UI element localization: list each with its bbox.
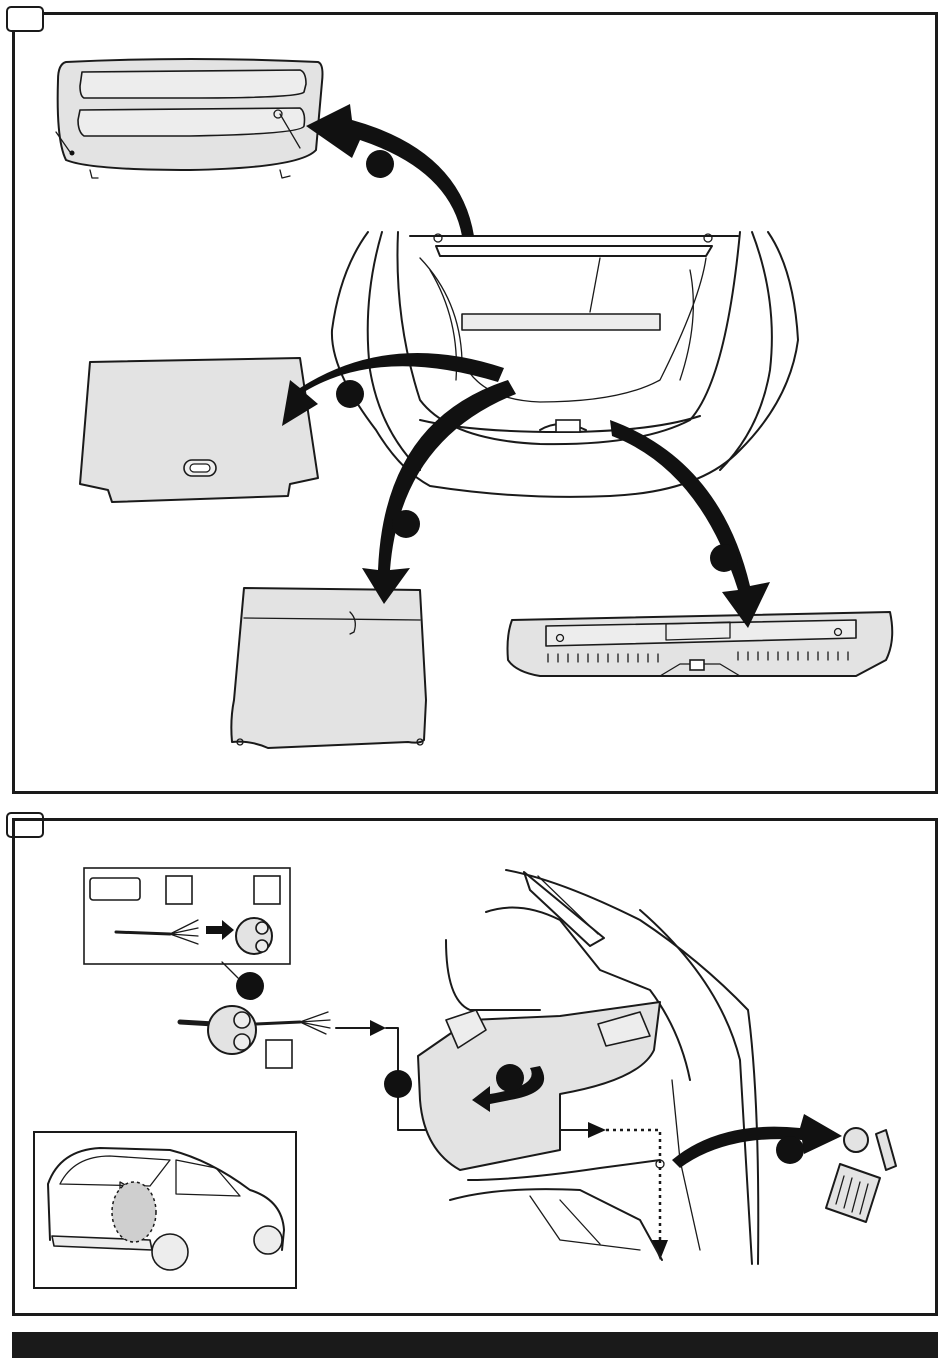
boot-floor-cover-icon — [231, 588, 426, 748]
footer-bar — [12, 1332, 938, 1358]
remove-arrow-4 — [610, 420, 770, 628]
callout-bullet — [392, 510, 420, 538]
step-2-panel — [12, 818, 938, 1316]
parcel-shelf-icon — [56, 59, 323, 178]
rear-sill-trim-icon — [508, 612, 893, 676]
callout-bullet — [710, 544, 738, 572]
callout-bullet — [366, 150, 394, 178]
remove-arrow-3 — [362, 380, 516, 604]
luggage-floor-board-icon — [80, 358, 318, 502]
callout-bullet — [336, 380, 364, 408]
